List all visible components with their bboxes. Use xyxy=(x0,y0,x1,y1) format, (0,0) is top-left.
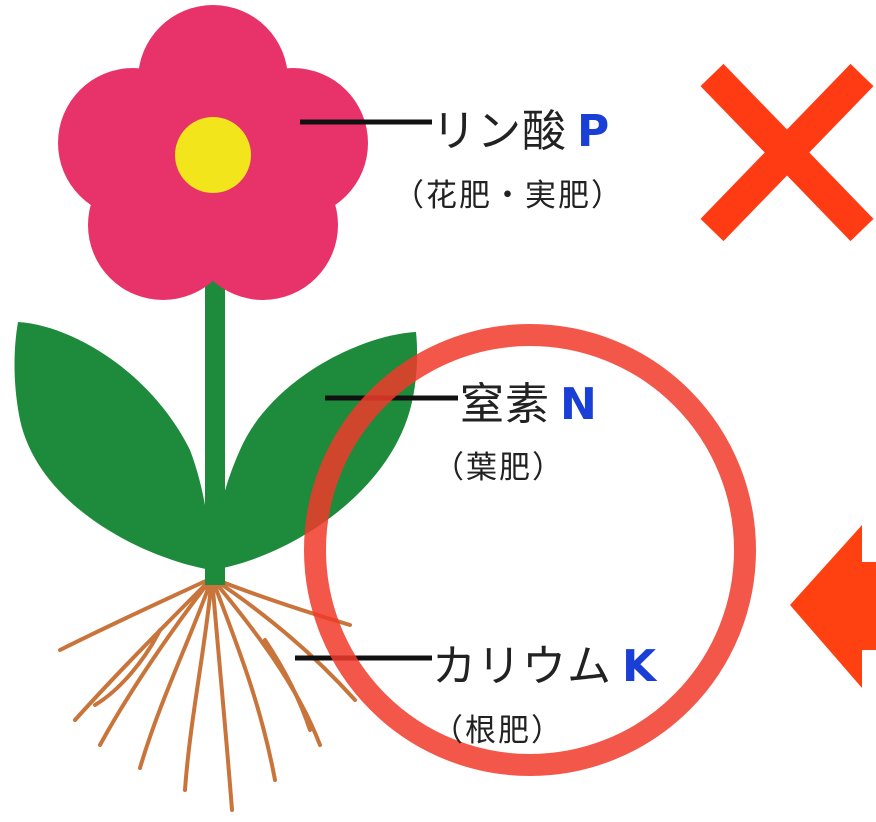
red-x-icon xyxy=(700,63,874,242)
stem xyxy=(205,265,225,585)
phosphorus-name: リン酸 xyxy=(432,106,567,157)
phosphorus-role: （花肥・実肥） xyxy=(393,178,624,214)
nitrogen-symbol: N xyxy=(560,379,597,430)
roots xyxy=(58,576,357,812)
red-circle-icon xyxy=(304,324,756,776)
potassium-symbol: K xyxy=(622,641,657,692)
potassium-role: （根肥） xyxy=(432,713,564,749)
right-leaf xyxy=(212,332,418,570)
left-leaf xyxy=(14,322,212,570)
phosphorus-symbol: P xyxy=(577,106,610,157)
left-arrow-icon xyxy=(790,525,876,688)
potassium-name: カリウム xyxy=(432,641,612,692)
flower-center xyxy=(175,117,251,193)
nitrogen-name: 窒素 xyxy=(460,379,550,430)
nitrogen-role: （葉肥） xyxy=(433,450,565,486)
